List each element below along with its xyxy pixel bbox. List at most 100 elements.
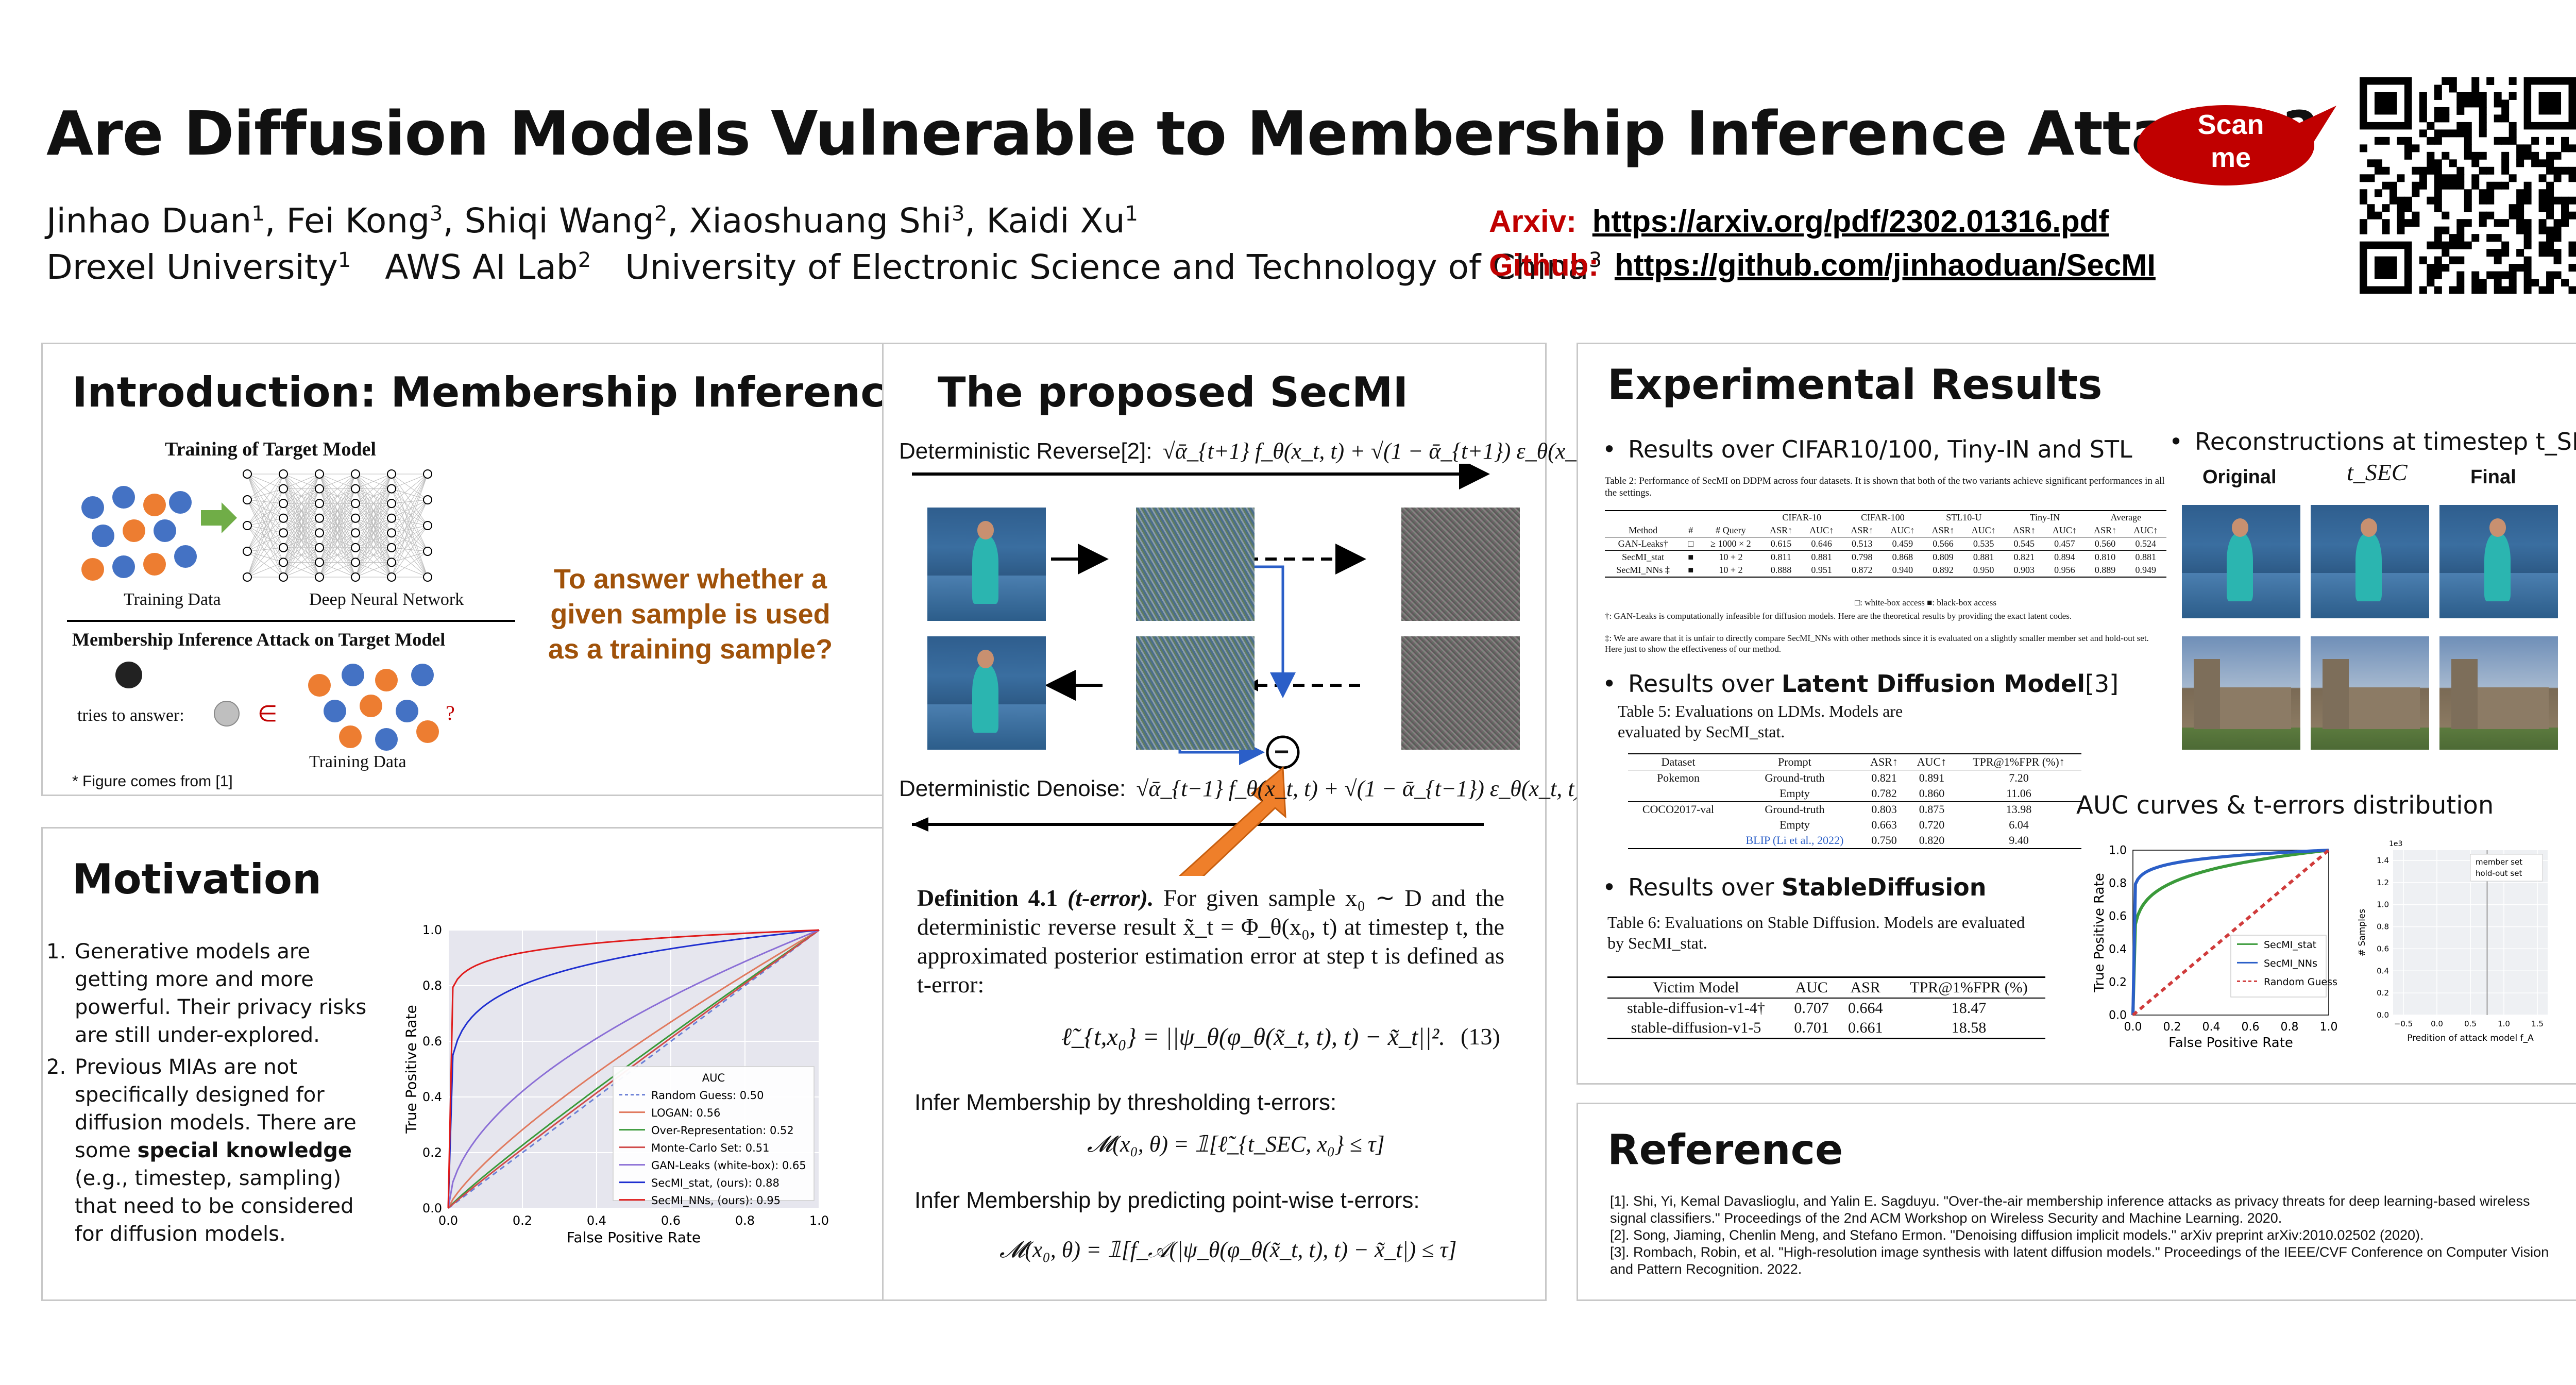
y-tick-label: 0.0 xyxy=(2377,1010,2389,1020)
arxiv-link[interactable]: https://arxiv.org/pdf/2302.01316.pdf xyxy=(1592,204,2109,239)
qr-module xyxy=(2427,159,2435,167)
nn-edge xyxy=(391,499,428,533)
qr-module xyxy=(2449,129,2457,138)
nn-edge xyxy=(283,474,320,519)
nn-edge xyxy=(355,532,392,578)
recon-original-tennis xyxy=(2182,505,2300,618)
qr-module xyxy=(2553,174,2562,182)
qr-module xyxy=(2494,249,2502,257)
qr-module xyxy=(2456,122,2465,130)
nn-edge xyxy=(355,474,392,533)
nn-edge xyxy=(247,503,284,526)
qr-module xyxy=(2427,279,2435,287)
qr-module xyxy=(2471,85,2480,93)
qr-module xyxy=(2501,151,2510,160)
qr-module xyxy=(2501,181,2510,190)
qr-module xyxy=(2404,151,2412,160)
nn-edge xyxy=(391,474,428,552)
qr-module xyxy=(2531,279,2539,287)
qr-module xyxy=(2404,196,2412,205)
table-header-cell: ASR↑ xyxy=(2094,525,2117,535)
qr-module xyxy=(2479,219,2487,227)
table-cell: 0.782 xyxy=(1871,787,1897,800)
qr-module xyxy=(2501,219,2510,227)
qr-module xyxy=(2553,196,2562,205)
nn-edge xyxy=(247,474,284,526)
definition-label: Definition 4.1 xyxy=(917,885,1058,911)
qr-module xyxy=(2523,226,2532,234)
qr-module xyxy=(2419,92,2427,100)
table-cell: 13.98 xyxy=(2006,803,2032,816)
legend-entry: SecMI_NNs, (ours): 0.95 xyxy=(651,1194,781,1207)
nn-edge xyxy=(283,474,320,489)
table-cell: 0.881 xyxy=(1973,552,1994,562)
legend-entry: hold-out set xyxy=(2476,869,2522,878)
nn-edge xyxy=(283,562,320,578)
data-point xyxy=(81,496,104,519)
nn-edge xyxy=(247,532,284,578)
legend-box xyxy=(2230,935,2327,998)
qr-module xyxy=(2464,99,2472,108)
nn-edge xyxy=(247,474,284,500)
qr-module xyxy=(2471,159,2480,167)
nn-edge xyxy=(391,499,428,578)
qr-module xyxy=(2516,226,2524,234)
y-tick-label: 0.6 xyxy=(422,1034,442,1049)
qr-module xyxy=(2538,219,2547,227)
qr-module xyxy=(2382,219,2390,227)
table6-caption: Table 6: Evaluations on Stable Diffusion… xyxy=(1607,913,2025,952)
nn-edge xyxy=(319,518,356,578)
nn-edge xyxy=(391,488,428,526)
table-cell: 0.950 xyxy=(1973,565,1994,575)
qr-module xyxy=(2449,85,2457,93)
reverse-label-row: Deterministic Reverse[2]: √ᾱ_{t+1} f_θ(x… xyxy=(899,438,1608,464)
table-cell: 0.535 xyxy=(1973,538,1994,549)
qr-module xyxy=(2434,174,2442,182)
table-cell: 10 + 2 xyxy=(1719,552,1743,562)
qr-module xyxy=(2509,129,2517,138)
bullet-stablediffusion: Results over StableDiffusion xyxy=(1602,873,1987,901)
nn-node xyxy=(387,513,396,523)
qr-module xyxy=(2374,159,2382,167)
nn-edge xyxy=(319,503,356,578)
nn-edge xyxy=(319,474,356,578)
motivation-item-pre: Previous MIAs are not specifically desig… xyxy=(75,1055,357,1162)
nn-edge xyxy=(247,499,284,533)
superscript: 2 xyxy=(578,248,591,272)
nn-node xyxy=(351,513,360,523)
qr-module xyxy=(2546,211,2554,219)
qr-module xyxy=(2553,226,2562,234)
table2-caption: Table 2: Performance of SecMI on DDPM ac… xyxy=(1605,476,2165,498)
table-cell: ≥ 1000 × 2 xyxy=(1710,538,1751,549)
legend-entry: Random Guess xyxy=(2264,976,2337,988)
qr-module xyxy=(2367,159,2375,167)
query-sample-icon xyxy=(214,701,240,727)
nn-edge xyxy=(247,518,284,578)
qr-module xyxy=(2531,159,2539,167)
qr-module xyxy=(2449,234,2457,242)
nn-edge xyxy=(247,551,284,563)
nn-edge xyxy=(247,474,284,533)
github-link[interactable]: https://github.com/jinhaoduan/SecMI xyxy=(1614,248,2156,282)
qr-module xyxy=(2494,234,2502,242)
qr-module xyxy=(2419,256,2427,264)
qr-module xyxy=(2553,219,2562,227)
roc-series-line xyxy=(447,929,820,1209)
roc-series-line xyxy=(447,929,820,1209)
qr-module xyxy=(2538,286,2547,294)
qr-module xyxy=(2419,107,2427,115)
qr-module xyxy=(2397,174,2405,182)
table-cell: 7.20 xyxy=(2009,771,2029,784)
nn-edge xyxy=(247,525,284,548)
bullet-sd-bold: StableDiffusion xyxy=(1781,873,1987,901)
arxiv-link-row: Arxiv: https://arxiv.org/pdf/2302.01316.… xyxy=(1489,204,2109,239)
nn-node xyxy=(351,469,360,479)
nn-node xyxy=(243,572,252,582)
qr-code[interactable] xyxy=(2360,77,2576,294)
motivation-item-num: 1. xyxy=(46,940,66,964)
nn-edge xyxy=(319,474,356,504)
qr-module xyxy=(2464,92,2472,100)
qr-module xyxy=(2360,174,2367,182)
bullet-ldm-bold: Latent Diffusion Model xyxy=(1781,670,2085,698)
arxiv-label: Arxiv: xyxy=(1489,204,1577,239)
